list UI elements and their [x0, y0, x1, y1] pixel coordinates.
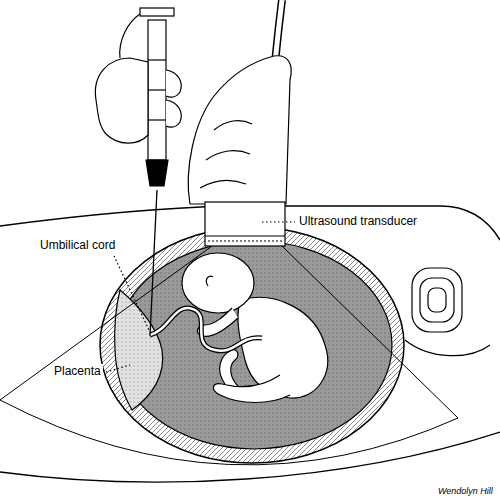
part-label: Ultrasound transducer [297, 214, 419, 228]
uterus-wall [100, 227, 404, 463]
leader-line [106, 222, 295, 372]
umbilical-cord [150, 308, 262, 351]
organ [405, 268, 490, 356]
umbilical-cord-inner [150, 308, 262, 351]
ultrasound-beam [0, 246, 458, 465]
fetus [182, 253, 328, 403]
placenta [115, 290, 163, 410]
part-label: Umbilical cord [38, 238, 117, 252]
part-label: Placenta [52, 364, 103, 378]
ultrasound-transducer [205, 202, 285, 246]
hand-transducer [188, 56, 291, 204]
signature: Wendolyn Hill [436, 486, 495, 497]
hand-syringe [95, 14, 181, 143]
needle [150, 190, 157, 336]
